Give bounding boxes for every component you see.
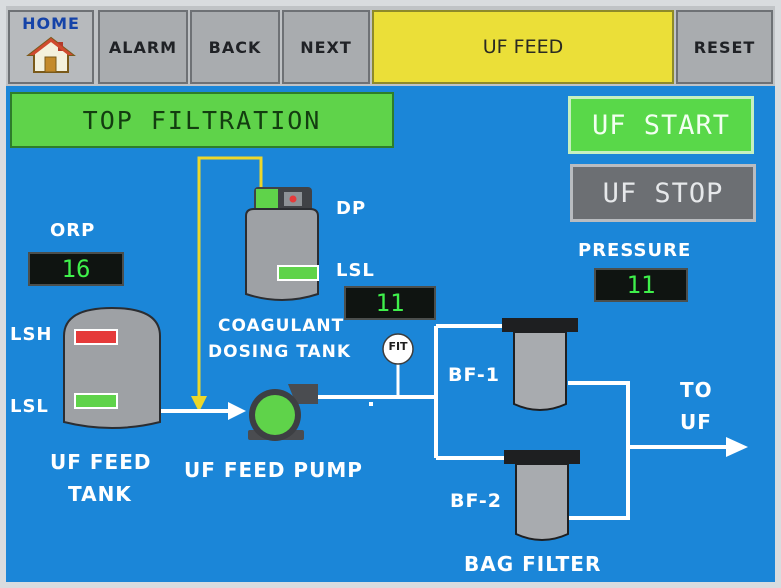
pressure-value-display: 11 — [594, 268, 688, 302]
home-icon — [26, 36, 76, 73]
bf1-outlet-pipe — [568, 381, 630, 520]
dosing-tank-body — [245, 208, 319, 301]
uf-feed-tank-body — [63, 306, 161, 429]
uf-start-button[interactable]: UF START — [568, 96, 754, 154]
pump-discharge-nozzle — [288, 384, 318, 404]
home-button[interactable]: HOME — [8, 10, 94, 84]
fit-label: FIT — [388, 340, 408, 353]
bf1-lid — [502, 318, 578, 332]
section-title: TOP FILTRATION — [10, 92, 394, 148]
pressure-label: PRESSURE — [578, 240, 692, 261]
bf1-label: BF-1 — [448, 364, 500, 386]
orp-value-display: 16 — [28, 252, 124, 286]
dosing-tank-label-line1: COAGULANT — [218, 316, 345, 336]
back-button[interactable]: BACK — [190, 10, 280, 84]
reset-button[interactable]: RESET — [676, 10, 773, 84]
process-diagram — [63, 156, 748, 541]
to-uf-arrow — [726, 437, 748, 457]
pipe-marker — [369, 402, 373, 406]
feed-lsh-label: LSH — [10, 324, 53, 345]
pump-inlet-arrow — [228, 402, 246, 420]
hmi-screen: HOME ALARM BACK NEXT UF FEED RESET TOP F… — [6, 6, 775, 582]
alarm-button[interactable]: ALARM — [98, 10, 188, 84]
bf2-housing — [515, 463, 569, 541]
fit-instrument — [382, 333, 414, 365]
dosing-lsl-label: LSL — [336, 260, 375, 281]
dosing-line-arrow — [191, 396, 207, 412]
orp-label: ORP — [50, 220, 96, 241]
feed-lsl-label: LSL — [10, 396, 49, 417]
dosing-pump-indicator — [256, 189, 278, 213]
dosing-lsl-indicator — [277, 265, 319, 281]
to-label: TO — [680, 378, 713, 402]
feed-lsh-indicator — [74, 329, 118, 345]
dosing-line — [197, 156, 263, 406]
dosing-level-display: 11 — [344, 286, 436, 320]
bf2-label: BF-2 — [450, 490, 502, 512]
bag-filter-label: BAG FILTER — [464, 552, 602, 576]
bf2-lid — [504, 450, 580, 464]
feed-tank-label-line2: TANK — [68, 482, 132, 506]
pump-label: UF FEED PUMP — [184, 458, 363, 482]
dp-label: DP — [336, 198, 367, 219]
bf1-housing — [513, 331, 567, 411]
screen-title: UF FEED — [372, 10, 674, 84]
next-button[interactable]: NEXT — [282, 10, 370, 84]
uf-stop-button[interactable]: UF STOP — [570, 164, 756, 222]
feed-tank-label-line1: UF FEED — [50, 450, 152, 474]
feed-lsl-indicator — [74, 393, 118, 409]
dosing-tank-label-line2: DOSING TANK — [208, 342, 352, 362]
uf-label: UF — [680, 410, 712, 434]
home-label: HOME — [22, 14, 80, 33]
